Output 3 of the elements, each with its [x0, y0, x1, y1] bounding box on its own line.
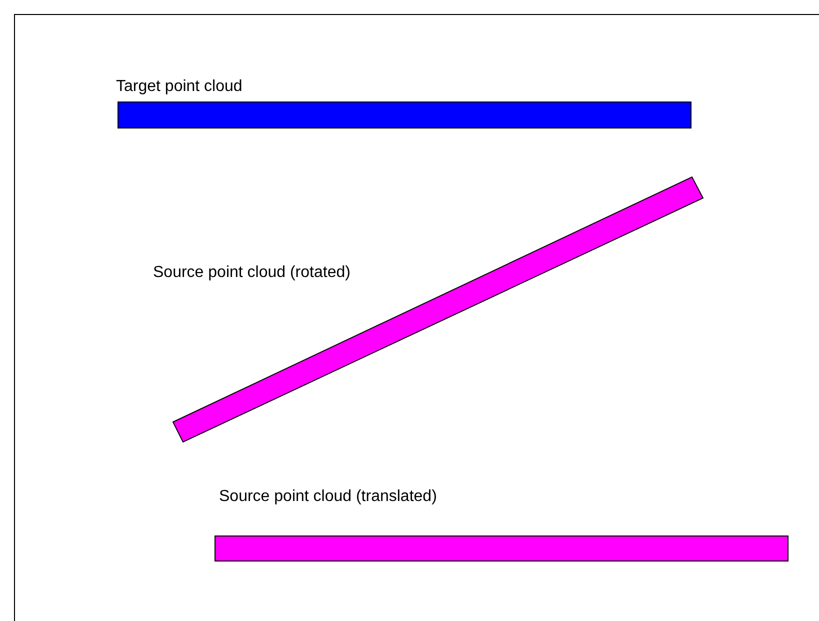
point-cloud-label: Source point cloud (translated)	[219, 488, 437, 506]
point-cloud-label: Target point cloud	[116, 78, 242, 96]
point-cloud-label: Source point cloud (rotated)	[153, 264, 350, 282]
